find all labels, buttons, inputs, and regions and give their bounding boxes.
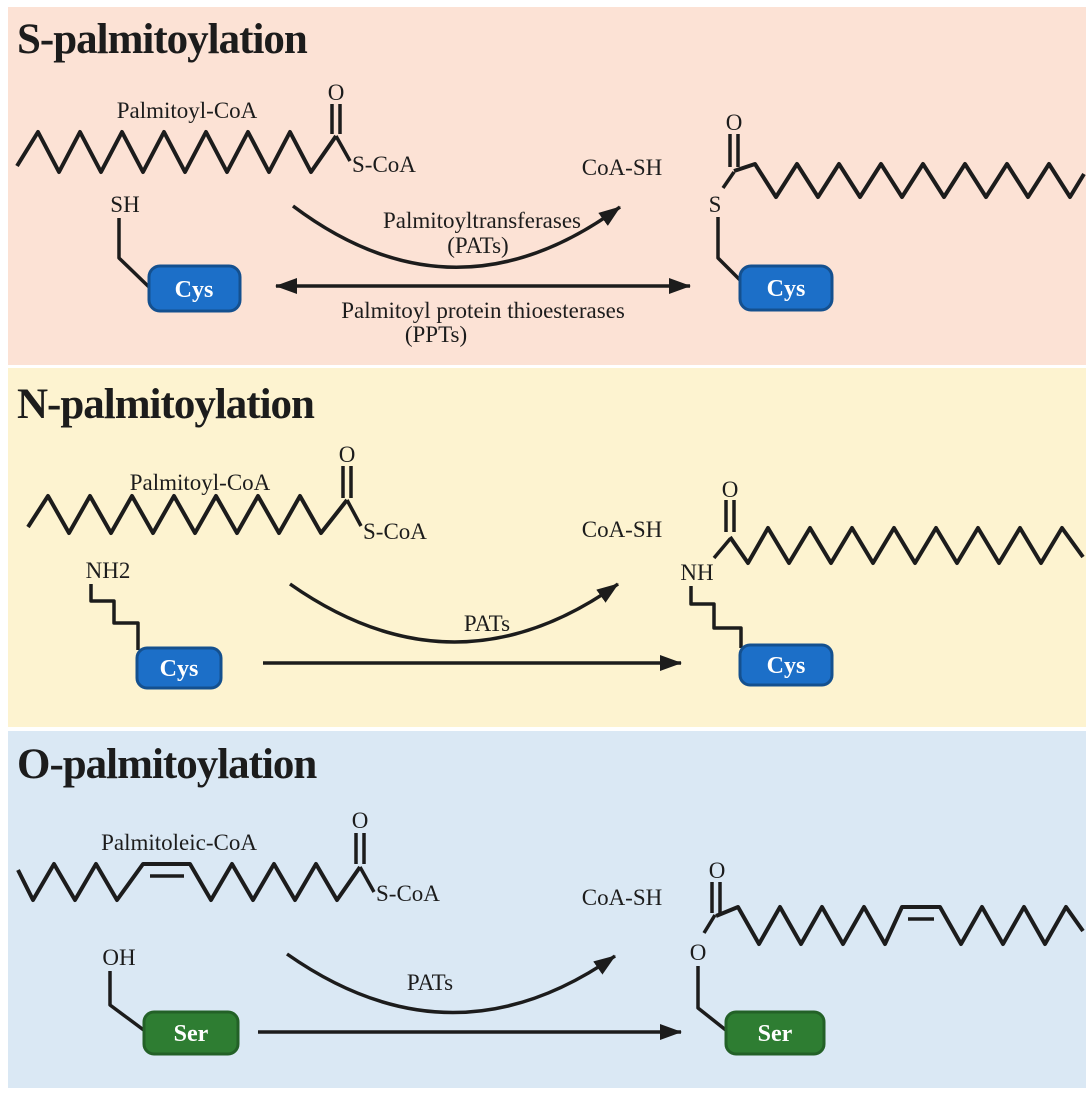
- product-carbonyl-double-bond: [710, 882, 722, 913]
- forward-enzyme-label: Palmitoyltransferases: [383, 208, 581, 233]
- product-residue-box: [724, 1010, 826, 1056]
- panel-title: S-palmitoylation: [17, 16, 308, 63]
- product-protein: O S Cys: [709, 110, 1086, 312]
- reverse-enzyme-abbr: (PPTs): [405, 322, 467, 347]
- fatty-acyl-zigzag-chain: [26, 494, 349, 535]
- product-sidechain-bond: [696, 966, 729, 1033]
- panel-o-palmitoylation: O-palmitoylation Palmitoleic-CoA O S-CoA…: [8, 731, 1086, 1088]
- forward-enzyme-abbr: PATs: [464, 611, 510, 636]
- product-carbonyl-oxygen-label: O: [722, 477, 739, 502]
- hydroxyl-group-label: OH: [102, 945, 135, 970]
- product-residue-box: [738, 264, 834, 312]
- panel-title: N-palmitoylation: [17, 381, 315, 428]
- carbonyl-double-bond: [341, 466, 353, 498]
- thioester-bond: [345, 499, 363, 527]
- product-residue-label: Cys: [767, 276, 806, 302]
- forward-enzyme-abbr: PATs: [407, 970, 453, 995]
- sulfur-link-label: S: [709, 192, 722, 217]
- reaction-scheme: PATs CoA-SH: [258, 885, 682, 1040]
- product-sidechain-bond: [716, 217, 743, 283]
- acyl-donor-molecule: Palmitoyl-CoA O S-CoA: [26, 442, 427, 544]
- acyl-donor-label: Palmitoyl-CoA: [130, 470, 271, 495]
- product-acyl-zigzag-chain: [715, 905, 1085, 946]
- fatty-acyl-zigzag-chain: [16, 862, 362, 902]
- s-coa-label: S-CoA: [376, 881, 440, 906]
- backbone-staircase-bond: [89, 584, 140, 650]
- product-backbone-staircase-bond: [689, 586, 743, 648]
- sidechain-bond: [117, 218, 151, 289]
- acyl-donor-label: Palmitoyl-CoA: [117, 98, 258, 123]
- product-residue-label: Ser: [758, 1021, 793, 1047]
- panel-n-palmitoylation: N-palmitoylation Palmitoyl-CoA O S-CoA N…: [8, 368, 1086, 727]
- panel-s-palmitoylation: S-palmitoylation Palmitoyl-CoA O S-CoA S…: [8, 7, 1086, 365]
- sidechain-bond: [108, 971, 147, 1033]
- carbonyl-double-bond: [330, 104, 342, 134]
- reaction-scheme: PATs CoA-SH: [263, 517, 682, 671]
- acyl-donor-molecule: Palmitoyl-CoA O S-CoA: [15, 80, 416, 177]
- substrate-protein: NH2 Cys: [86, 558, 223, 690]
- product-protein: O NH Cys: [680, 477, 1085, 687]
- panel-title: O-palmitoylation: [17, 741, 317, 788]
- product-acyl-zigzag-chain: [733, 162, 1086, 199]
- residue-label: Cys: [160, 656, 199, 682]
- carbonyl-oxygen-label: O: [352, 808, 369, 833]
- reverse-enzyme-label: Palmitoyl protein thioesterases: [341, 298, 625, 323]
- product-residue-label: Cys: [767, 653, 806, 679]
- ester-link-bond: [702, 914, 717, 934]
- thioester-bond: [358, 866, 376, 893]
- residue-label: Ser: [174, 1021, 209, 1047]
- product-acyl-zigzag-chain: [728, 526, 1085, 565]
- forward-enzyme-abbr: (PATs): [447, 233, 508, 258]
- thiol-group-label: SH: [110, 192, 139, 217]
- thioester-link-bond: [721, 171, 736, 189]
- product-carbonyl-oxygen-label: O: [709, 858, 726, 883]
- byproduct-label: CoA-SH: [582, 517, 663, 542]
- product-carbonyl-double-bond: [728, 134, 740, 167]
- acyl-donor-label: Palmitoleic-CoA: [101, 830, 257, 855]
- product-protein: O O Ser: [690, 858, 1085, 1056]
- thioester-bond: [334, 135, 352, 162]
- residue-label: Cys: [175, 277, 214, 303]
- amide-link-label: NH: [680, 560, 713, 585]
- amide-link-bond: [712, 537, 732, 560]
- reaction-scheme: Palmitoyltransferases (PATs) CoA-SH Palm…: [275, 155, 691, 347]
- carbonyl-oxygen-label: O: [328, 80, 345, 105]
- byproduct-label: CoA-SH: [582, 155, 663, 180]
- product-carbonyl-oxygen-label: O: [726, 110, 743, 135]
- carbonyl-double-bond: [354, 833, 366, 864]
- s-coa-label: S-CoA: [363, 519, 427, 544]
- product-carbonyl-double-bond: [724, 500, 736, 532]
- ester-oxygen-label: O: [690, 940, 707, 965]
- amine-group-label: NH2: [86, 558, 131, 583]
- s-coa-label: S-CoA: [352, 152, 416, 177]
- residue-box: [142, 1010, 240, 1056]
- fatty-acyl-zigzag-chain: [15, 130, 338, 174]
- product-residue-box: [738, 643, 834, 687]
- coa-release-curved-arrow: [285, 952, 617, 1015]
- substrate-protein: OH Ser: [102, 945, 240, 1056]
- coa-release-curved-arrow: [288, 582, 620, 644]
- residue-box: [135, 646, 223, 690]
- residue-box: [147, 264, 242, 313]
- coa-release-curved-arrow: [291, 204, 622, 269]
- acyl-donor-molecule: Palmitoleic-CoA O S-CoA: [16, 808, 440, 906]
- byproduct-label: CoA-SH: [582, 885, 663, 910]
- carbonyl-oxygen-label: O: [339, 442, 356, 467]
- substrate-protein: SH Cys: [110, 192, 242, 313]
